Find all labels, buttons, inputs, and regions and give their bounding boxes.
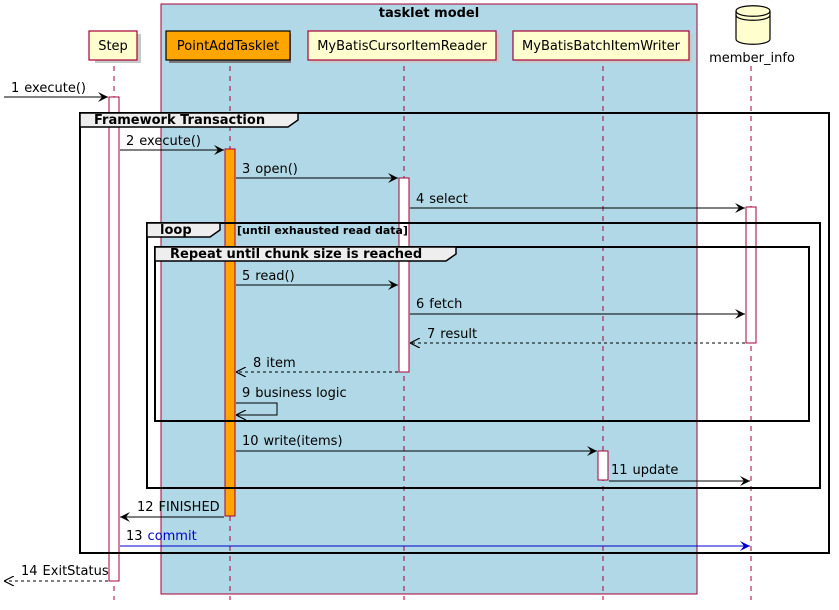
participant-reader-label: MyBatisCursorItemReader bbox=[317, 39, 487, 54]
participant-tasklet: PointAddTasklet bbox=[165, 30, 291, 63]
database-icon bbox=[735, 5, 771, 45]
group-transaction-label: Framework Transaction bbox=[94, 113, 265, 128]
participant-writer: MyBatisBatchItemWriter bbox=[512, 30, 692, 63]
message-9: 9 business logic bbox=[236, 386, 347, 415]
activation-tasklet bbox=[224, 148, 236, 517]
participant-writer-label: MyBatisBatchItemWriter bbox=[522, 39, 681, 54]
message-12-text: FINISHED bbox=[159, 500, 220, 515]
group-loop-condition: [until exhausted read data] bbox=[237, 224, 408, 237]
message-13-text: commit bbox=[148, 529, 197, 544]
message-11-number: 11 bbox=[611, 463, 628, 478]
message-5-text: read() bbox=[255, 269, 294, 284]
message-4: 4 select bbox=[410, 192, 745, 213]
activation-writer bbox=[597, 450, 609, 481]
activation-step bbox=[108, 96, 120, 582]
message-1: 1 execute() bbox=[4, 81, 108, 102]
group-transaction: Framework Transaction bbox=[79, 112, 830, 554]
message-3: 3 open() bbox=[236, 162, 398, 183]
message-1-text: execute() bbox=[24, 81, 86, 96]
message-3-number: 3 bbox=[242, 162, 250, 177]
message-4-number: 4 bbox=[416, 192, 424, 207]
message-5: 5 read() bbox=[236, 269, 398, 290]
message-6-number: 6 bbox=[416, 297, 424, 312]
message-12-number: 12 bbox=[137, 500, 154, 515]
message-12: 12 FINISHED bbox=[120, 500, 224, 522]
message-10: 10 write(items) bbox=[236, 434, 597, 456]
message-13: 13 commit bbox=[120, 529, 750, 551]
message-7: 7 result bbox=[410, 327, 745, 343]
group-repeat-label: Repeat until chunk size is reached bbox=[170, 247, 422, 262]
message-9-text: business logic bbox=[255, 386, 346, 401]
message-14-text: ExitStatus bbox=[43, 564, 109, 579]
message-2: 2 execute() bbox=[120, 134, 224, 155]
message-2-number: 2 bbox=[126, 134, 134, 149]
participant-db-label: member_info bbox=[709, 51, 795, 66]
message-3-text: open() bbox=[255, 162, 298, 177]
message-14-number: 14 bbox=[21, 564, 38, 579]
message-10-text: write(items) bbox=[264, 434, 343, 449]
message-13-number: 13 bbox=[126, 529, 143, 544]
message-6-text: fetch bbox=[429, 297, 462, 312]
participant-step-label: Step bbox=[98, 39, 128, 54]
message-7-number: 7 bbox=[427, 327, 435, 342]
participant-reader: MyBatisCursorItemReader bbox=[307, 30, 499, 63]
message-11-text: update bbox=[633, 463, 679, 478]
group-loop: loop [until exhausted read data] bbox=[146, 222, 821, 489]
message-1-number: 1 bbox=[11, 81, 19, 96]
group-loop-label: loop bbox=[160, 223, 192, 238]
message-4-text: select bbox=[429, 192, 468, 207]
message-2-text: execute() bbox=[139, 134, 201, 149]
message-7-text: result bbox=[440, 327, 477, 342]
box-title: tasklet model bbox=[379, 6, 479, 21]
message-9-number: 9 bbox=[242, 386, 250, 401]
activation-db bbox=[745, 206, 757, 344]
message-8-number: 8 bbox=[253, 356, 261, 371]
tasklet-model-box: tasklet model bbox=[160, 3, 698, 595]
participant-tasklet-label: PointAddTasklet bbox=[177, 39, 279, 54]
message-5-number: 5 bbox=[242, 269, 250, 284]
message-10-number: 10 bbox=[242, 434, 259, 449]
message-6: 6 fetch bbox=[410, 297, 745, 319]
participant-db: member_info bbox=[709, 5, 795, 66]
activation-reader bbox=[398, 177, 410, 373]
message-14: 14 ExitStatus bbox=[4, 564, 109, 581]
message-11: 11 update bbox=[609, 463, 750, 486]
group-repeat: Repeat until chunk size is reached bbox=[154, 246, 810, 422]
message-8-text: item bbox=[266, 356, 295, 371]
participant-step: Step bbox=[88, 30, 141, 63]
message-8: 8 item bbox=[236, 356, 398, 372]
